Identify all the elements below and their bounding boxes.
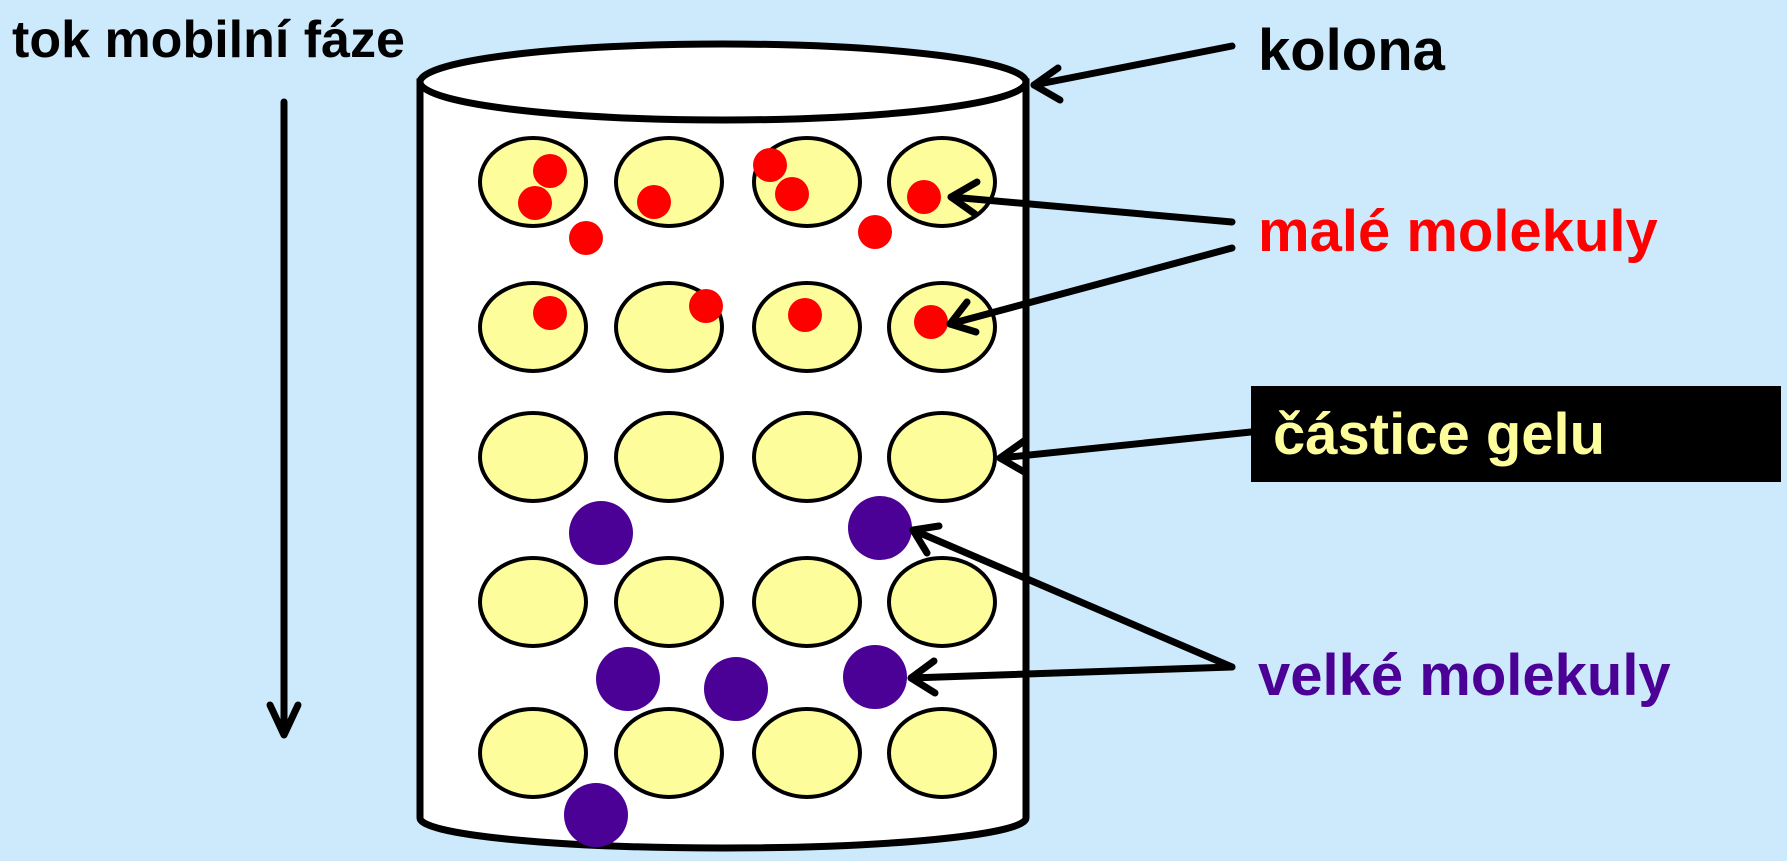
- small-molecule: [569, 221, 603, 255]
- label-pointers: [907, 42, 1255, 697]
- gel-particle: [752, 411, 862, 503]
- small-molecule: [914, 305, 948, 339]
- column-label: kolona: [1258, 18, 1445, 83]
- small-molecules-label: malé molekuly: [1258, 199, 1658, 264]
- gel-particle: [614, 136, 724, 228]
- gel-particle-pointer-arrow: [996, 428, 1255, 477]
- large-molecule: [596, 647, 660, 711]
- large-molecule: [848, 496, 912, 560]
- large-molecule: [843, 645, 907, 709]
- gel-particles: [478, 136, 997, 799]
- small-molecule: [753, 148, 787, 182]
- gel-particle: [614, 707, 724, 799]
- gel-particle: [478, 556, 588, 648]
- small-molecule: [637, 185, 671, 219]
- gel-particle: [752, 707, 862, 799]
- gel-particle: [887, 411, 997, 503]
- small-molecule-pointer-arrow-2: [946, 244, 1236, 336]
- large-molecule-pointer-arrow-1: [909, 522, 1236, 671]
- large-molecule-pointer-arrow-2: [907, 657, 1236, 697]
- gel-particle: [752, 556, 862, 648]
- small-molecule: [775, 177, 809, 211]
- gel-particle: [478, 281, 588, 373]
- large-molecule: [564, 783, 628, 847]
- large-molecules: [564, 496, 912, 847]
- gel-particles-label: částice gelu: [1273, 402, 1606, 467]
- gel-particle: [887, 556, 997, 648]
- small-molecule: [518, 186, 552, 220]
- large-molecule: [569, 501, 633, 565]
- gel-particle: [478, 411, 588, 503]
- mobile-phase-flow-label: tok mobilní fáze: [12, 11, 405, 69]
- small-molecule: [788, 298, 822, 332]
- gel-particle: [887, 707, 997, 799]
- small-molecule: [689, 289, 723, 323]
- column-top: [416, 40, 1030, 124]
- large-molecules-label: velké molekuly: [1258, 643, 1671, 708]
- small-molecule-pointer-arrow-1: [947, 178, 1236, 226]
- gel-particle: [478, 707, 588, 799]
- small-molecules: [518, 148, 948, 339]
- small-molecule: [533, 154, 567, 188]
- gel-particles-label-box: částice gelu: [1251, 386, 1781, 482]
- gel-particle: [614, 556, 724, 648]
- column-pointer-arrow: [1030, 42, 1236, 104]
- small-molecule: [533, 296, 567, 330]
- flow-direction-arrow: [266, 98, 302, 739]
- small-molecule: [858, 215, 892, 249]
- small-molecule: [907, 180, 941, 214]
- large-molecule: [704, 657, 768, 721]
- gel-particle: [614, 411, 724, 503]
